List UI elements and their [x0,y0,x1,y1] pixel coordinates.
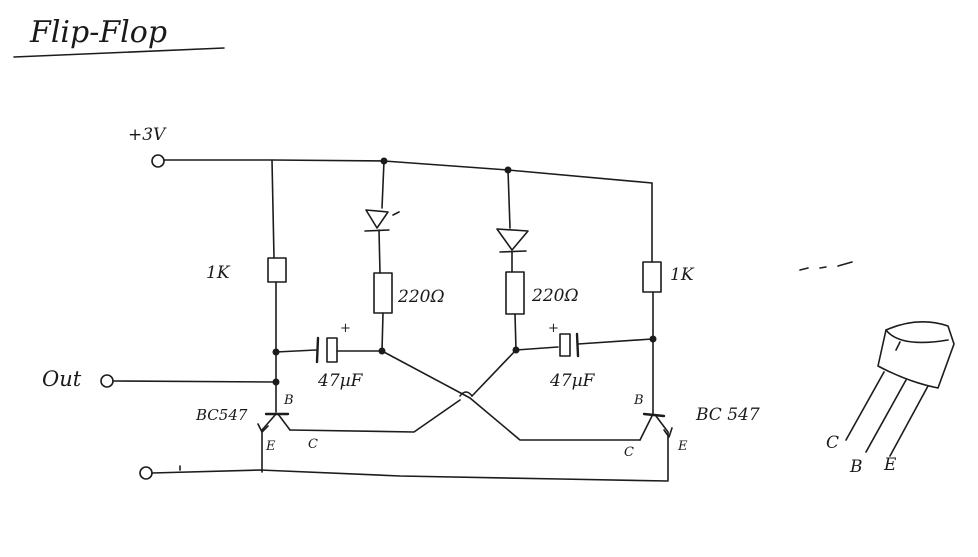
left-transistor-collector-pin: C [308,437,318,452]
ground-terminal [139,466,153,480]
right-led-resistor-label: 220Ω [531,286,579,306]
left-capacitor-wire-left [275,349,317,353]
right-led-icon [496,228,529,251]
diagram-title: Flip-Flop [29,15,167,50]
left-transistor-label: BC547 [195,406,248,424]
right-collector-resistor-label: 1K [670,265,695,285]
right-transistor-label: BC 547 [695,405,760,425]
right-capacitor-label: 47µF [549,371,596,391]
left-led-icon [365,209,389,229]
right-transistor-collector-pin: C [624,445,634,460]
left-transistor-base-pin: B [283,393,294,408]
title-underline [13,47,225,58]
left-capacitor-polarity: + [340,321,351,336]
package-pin-base: B [849,457,863,477]
ground-rail [151,469,669,482]
right-transistor-symbol [639,412,673,481]
left-transistor-symbol [257,412,291,473]
left-led-wire [378,229,381,274]
right-capacitor-plate [575,332,580,358]
left-led-wire-bottom [381,312,384,352]
right-transistor-emitter-pin: E [677,439,688,454]
supply-terminal [151,154,165,168]
left-led-wire-top [381,160,385,209]
left-collector-resistor-label: 1K [206,263,231,283]
sketch-marks [799,261,853,271]
output-wire [112,380,277,383]
left-collector-wire-top [271,159,275,259]
junction-dot [649,335,657,343]
cross-wire-right-to-left-base-lower [289,399,461,433]
cross-wire-left-to-right-base [381,350,641,441]
supply-label: +3V [128,125,167,145]
left-transistor-emitter-pin: E [265,439,276,454]
left-led-emission-mark [392,211,400,216]
left-capacitor-icon [326,337,338,363]
right-transistor-base-pin: B [633,393,644,408]
package-pin-emitter: E [883,455,897,475]
left-capacitor-plate [315,336,320,364]
right-capacitor-polarity: + [548,321,559,336]
transistor-package-icon [845,321,955,457]
right-capacitor-wire-left [515,346,559,351]
right-led-wire-bottom [514,313,517,351]
right-collector-resistor [642,261,662,293]
left-capacitor-label: 47µF [317,371,364,391]
left-led-resistor-label: 220Ω [397,287,445,307]
right-capacitor-wire-right [577,338,653,345]
output-label: Out [42,367,82,391]
supply-rail [163,159,653,184]
cross-wire-right-to-left-base-upper [471,349,517,397]
right-capacitor-icon [559,333,571,357]
right-led-bar [499,250,527,253]
left-led-resistor [373,272,393,314]
wire-crossover-hop [459,391,473,397]
junction-dot [272,378,280,386]
left-led-bar [364,229,390,232]
left-collector-resistor [267,257,287,283]
package-pin-collector: C [826,433,839,453]
right-led-resistor [505,271,525,315]
output-terminal [100,374,114,388]
right-led-wire-top [507,169,511,229]
